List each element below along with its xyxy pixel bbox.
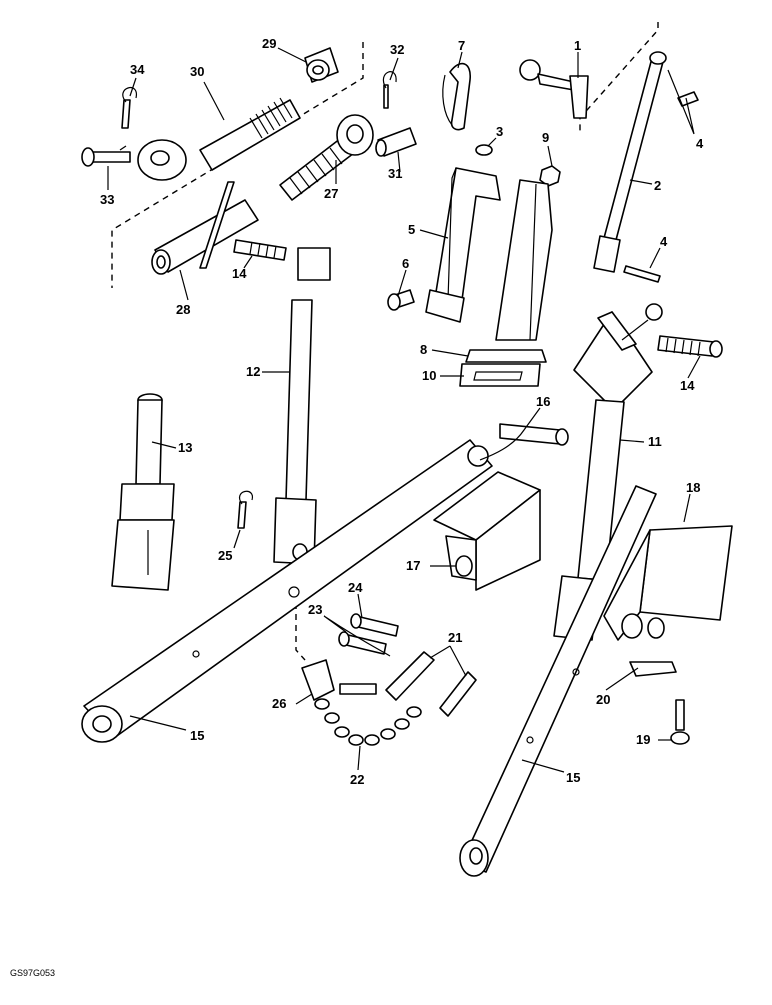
part-13-sleeve <box>111 393 175 591</box>
part-29-nut <box>304 47 339 83</box>
figure-reference-code: GS97G053 <box>10 968 55 978</box>
part-4-key-top <box>677 91 699 107</box>
dashed-link-pin-chain <box>295 592 306 661</box>
part-12-lift-rod <box>273 247 331 565</box>
callout-4a: 4 <box>696 136 704 151</box>
callout-12: 12 <box>246 364 260 379</box>
part-21-link-lower <box>439 671 477 717</box>
callout-13: 13 <box>178 440 192 455</box>
callout-14b: 14 <box>680 378 695 393</box>
part-10-base-plate <box>459 363 541 387</box>
callout-21: 21 <box>448 630 462 645</box>
part-1-handle <box>519 59 589 119</box>
part-31-pin <box>375 127 417 157</box>
callout-33: 33 <box>100 192 114 207</box>
callout-15b: 15 <box>566 770 580 785</box>
callout-6: 6 <box>402 256 409 271</box>
part-14-bolt-right <box>657 335 723 358</box>
callout-20: 20 <box>596 692 610 707</box>
callout-11: 11 <box>648 434 662 449</box>
callout-30: 30 <box>190 64 204 79</box>
part-24-bolt <box>350 613 399 637</box>
callout-24: 24 <box>348 580 363 595</box>
part-15-lower-link-right <box>459 485 657 877</box>
part-17-bracket <box>433 471 541 591</box>
callout-9: 9 <box>542 130 549 145</box>
callout-19: 19 <box>636 732 650 747</box>
part-26-plate <box>301 659 377 701</box>
part-23-bolt <box>338 631 387 655</box>
part-25-linch-pin <box>237 490 253 529</box>
part-19-bolt <box>670 699 690 745</box>
callout-3: 3 <box>496 124 503 139</box>
callout-34: 34 <box>130 62 145 77</box>
part-14-bolt-left <box>233 239 287 261</box>
callout-17: 17 <box>406 558 420 573</box>
part-27-threaded-end <box>279 114 374 201</box>
callout-4b: 4 <box>660 234 668 249</box>
callout-26: 26 <box>272 696 286 711</box>
part-22-chain <box>314 698 422 746</box>
callout-8: 8 <box>420 342 427 357</box>
callouts: 1 2 3 4 4 5 6 7 8 9 10 11 12 13 14 14 15… <box>100 36 704 787</box>
callout-10: 10 <box>422 368 436 383</box>
callout-23: 23 <box>308 602 322 617</box>
callout-5: 5 <box>408 222 415 237</box>
callout-25: 25 <box>218 548 232 563</box>
callout-29: 29 <box>262 36 276 51</box>
part-4-key-lower <box>623 265 661 283</box>
part-16-pin <box>499 423 569 446</box>
callout-15a: 15 <box>190 728 204 743</box>
part-2-leveling-rod <box>593 51 667 273</box>
callout-22: 22 <box>350 772 364 787</box>
part-28-sleeve <box>151 181 259 275</box>
callout-2: 2 <box>654 178 661 193</box>
callout-32: 32 <box>390 42 404 57</box>
part-8-leveling-box <box>465 179 553 363</box>
part-21-link-upper <box>385 651 435 701</box>
part-18-bracket <box>603 525 733 641</box>
callout-16: 16 <box>536 394 550 409</box>
part-33-pin <box>81 145 131 167</box>
callout-14a: 14 <box>232 266 247 281</box>
callout-18: 18 <box>686 480 700 495</box>
callout-31: 31 <box>388 166 402 181</box>
part-32-linch-pin <box>383 71 397 109</box>
callout-7: 7 <box>458 38 465 53</box>
leader-lines <box>107 47 701 773</box>
part-6-bolt <box>387 289 415 311</box>
part-34-linch-pin <box>121 87 137 129</box>
part-3-nut <box>475 144 493 156</box>
part-7-clip <box>442 62 471 131</box>
callout-28: 28 <box>176 302 190 317</box>
callout-1: 1 <box>574 38 581 53</box>
part-5-bracket <box>425 167 501 323</box>
callout-27: 27 <box>324 186 338 201</box>
part-30-top-link <box>137 97 301 181</box>
dashed-group-leveling-box <box>579 22 659 135</box>
part-15-lower-link-left <box>81 439 493 743</box>
